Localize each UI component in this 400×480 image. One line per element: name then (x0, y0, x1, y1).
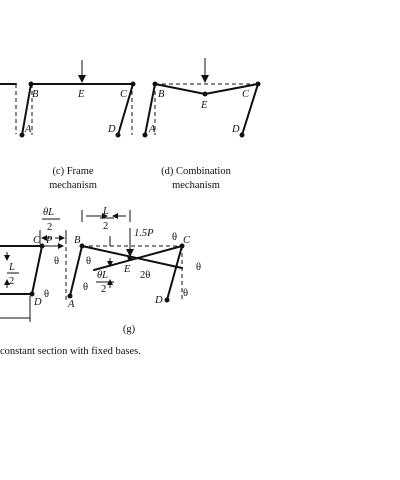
two-theta: 2θ (140, 270, 150, 281)
caption-d-line1: (d) Combination (161, 166, 231, 177)
frame-mechanism-c: B E C A D (c) Frame mechanism (19, 60, 136, 191)
frame-g: θL 2 L 2 1.5P B E C A D θ θ θ θ θ 2θ θL … (39, 206, 201, 335)
label-c: C (183, 235, 191, 246)
column-cd (31, 245, 43, 295)
l-numerator: L (102, 206, 109, 217)
footer-caption: constant section with fixed bases. (0, 346, 141, 357)
joint-c (130, 81, 136, 87)
label-b: B (74, 235, 81, 246)
combination-mechanism-d: B E C A D (d) Combination mechanism (142, 58, 261, 191)
theta-l2-denominator: 2 (101, 284, 106, 295)
support-a (67, 293, 73, 299)
support-d (164, 297, 170, 303)
label-d: D (107, 124, 116, 135)
theta-c: θ (54, 256, 59, 267)
l-denominator: 2 (103, 221, 108, 232)
label-b: B (158, 89, 165, 100)
hinge-e (127, 255, 133, 261)
theta-c: θ (172, 232, 177, 243)
column-cd (166, 245, 183, 301)
theta-d: θ (183, 288, 188, 299)
label-e: E (77, 89, 85, 100)
support-d (239, 132, 245, 138)
load-label: 1.5P (134, 228, 154, 239)
column-cd (117, 83, 134, 136)
beam-be (154, 83, 206, 95)
label-c: C (33, 235, 41, 246)
theta-l-numerator: θL (43, 207, 54, 218)
label-b: B (32, 89, 39, 100)
label-p: P (45, 235, 53, 246)
label-c: C (120, 89, 128, 100)
label-d: D (231, 124, 240, 135)
theta-a: θ (83, 282, 88, 293)
caption-g: (g) (123, 324, 136, 335)
label-d: D (154, 295, 163, 306)
half-l-numerator: L (8, 262, 15, 273)
caption-d-line2: mechanism (172, 180, 220, 191)
theta-d: θ (44, 289, 49, 300)
partial-frame-top (0, 83, 17, 134)
joint-b (79, 243, 85, 249)
theta-l2-numerator: θL (97, 270, 108, 281)
joint-c (39, 243, 45, 249)
theta-l-denominator: 2 (47, 222, 52, 233)
joint-b (152, 81, 158, 87)
support-a (19, 132, 25, 138)
label-e: E (200, 100, 208, 111)
beam-ec-tilted (93, 245, 183, 271)
column-ab (21, 83, 32, 136)
label-c: C (242, 89, 250, 100)
column-ab (144, 83, 156, 136)
support-a (142, 132, 148, 138)
half-l-denominator: 2 (9, 276, 14, 287)
theta-c-right: θ (196, 262, 201, 273)
joint-c (179, 243, 185, 249)
caption-c-line1: (c) Frame (52, 166, 93, 177)
label-a: A (24, 124, 32, 135)
support-d (29, 291, 35, 297)
label-a: A (67, 299, 75, 310)
hinge-e (202, 91, 208, 97)
column-cd (241, 83, 259, 136)
support-d (115, 132, 121, 138)
label-a: A (148, 124, 156, 135)
column-ab (69, 245, 83, 297)
joint-b (28, 81, 34, 87)
beam-ec (204, 83, 259, 95)
partial-frame-bottom: C P D θ θ L 2 (0, 235, 67, 322)
label-d: D (33, 297, 42, 308)
joint-c (255, 81, 261, 87)
label-e: E (123, 264, 131, 275)
theta-b: θ (86, 256, 91, 267)
caption-c-line2: mechanism (49, 180, 97, 191)
